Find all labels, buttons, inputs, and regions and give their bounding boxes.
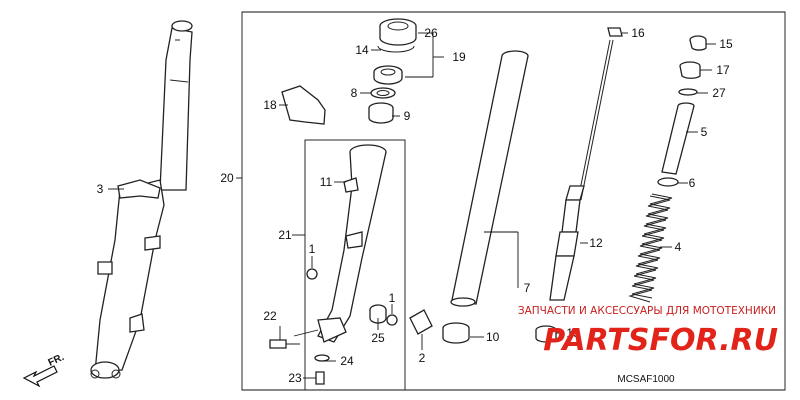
callout-13: 13 xyxy=(566,326,580,340)
callout-15: 15 xyxy=(719,37,733,51)
callout-27: 27 xyxy=(712,86,726,100)
callout-14: 14 xyxy=(355,43,369,57)
part-27-washer xyxy=(678,88,698,96)
callout-10: 10 xyxy=(486,330,500,344)
part-10-guide-bushing xyxy=(442,322,470,344)
front-direction-label: FR. xyxy=(47,352,66,369)
assembly-bracket-21 xyxy=(304,139,406,391)
callout-9: 9 xyxy=(404,109,411,123)
leader-lines xyxy=(108,32,716,379)
part-26-seal-assembly xyxy=(379,18,417,46)
part-25-washer xyxy=(369,304,387,324)
part-22-socket-bolt xyxy=(269,339,300,349)
callout-17: 17 xyxy=(716,63,730,77)
part-15-fork-cap xyxy=(689,35,707,51)
callout-7: 7 xyxy=(524,281,531,295)
part-12-damper-rod xyxy=(549,39,614,301)
callouts: 3 18 26 14 19 8 9 20 11 21 1 1 25 7 10 1… xyxy=(97,26,733,385)
part-13-oil-lock-piece xyxy=(535,325,557,343)
callout-8: 8 xyxy=(351,86,358,100)
callout-18: 18 xyxy=(263,98,277,112)
watermark-brand: PARTSFOR.RU xyxy=(543,323,778,358)
part-16-lock-nut xyxy=(607,27,623,37)
callout-3: 3 xyxy=(97,182,104,196)
part-6-spring-seat xyxy=(657,177,679,187)
part-24-sealing-washer xyxy=(314,354,330,362)
callout-19: 19 xyxy=(452,50,466,64)
part-2-drain-bolt xyxy=(409,309,433,335)
watermark: ЗАПЧАСТИ И АКСЕССУАРЫ ДЛЯ МОТОТЕХНИКИ PA… xyxy=(518,305,778,358)
part-7-fork-pipe xyxy=(450,50,529,307)
part-19-oil-seal xyxy=(373,65,403,85)
watermark-tagline: ЗАПЧАСТИ И АКСЕССУАРЫ ДЛЯ МОТОТЕХНИКИ xyxy=(518,305,776,317)
callout-26: 26 xyxy=(424,26,438,40)
callout-4: 4 xyxy=(675,240,682,254)
part-1-o-ring-lower xyxy=(386,314,398,326)
part-17-cap-o-ring xyxy=(679,61,701,79)
callout-6: 6 xyxy=(689,176,696,190)
part-4-fork-spring xyxy=(628,193,673,303)
part-9-slide-bushing xyxy=(368,102,394,124)
diagram-code: MCSAF1000 xyxy=(617,374,675,385)
callout-16: 16 xyxy=(631,26,645,40)
part-14-stopper-ring xyxy=(377,45,415,53)
callout-2: 2 xyxy=(419,351,426,365)
part-8-back-up-ring xyxy=(370,87,396,99)
part-18-fork-guard xyxy=(281,85,326,125)
callout-25: 25 xyxy=(371,331,385,345)
callout-24: 24 xyxy=(340,354,354,368)
part-23-screw xyxy=(315,371,325,385)
callout-21: 21 xyxy=(278,228,292,242)
part-21-bottom-case xyxy=(317,144,387,343)
callout-12: 12 xyxy=(589,236,603,250)
assembly-bracket-20 xyxy=(241,11,786,391)
callout-1-upper: 1 xyxy=(309,242,316,256)
front-direction-arrow-icon: FR. xyxy=(22,352,66,388)
callout-11: 11 xyxy=(320,175,333,189)
part-5-spring-collar xyxy=(661,102,695,175)
part-1-o-ring-upper xyxy=(306,268,318,280)
callout-22: 22 xyxy=(263,309,277,323)
callout-20: 20 xyxy=(220,171,234,185)
callout-1-lower: 1 xyxy=(389,291,396,305)
callout-23: 23 xyxy=(288,371,302,385)
part-3-fork-assembly xyxy=(90,20,193,379)
callout-5: 5 xyxy=(701,125,708,139)
